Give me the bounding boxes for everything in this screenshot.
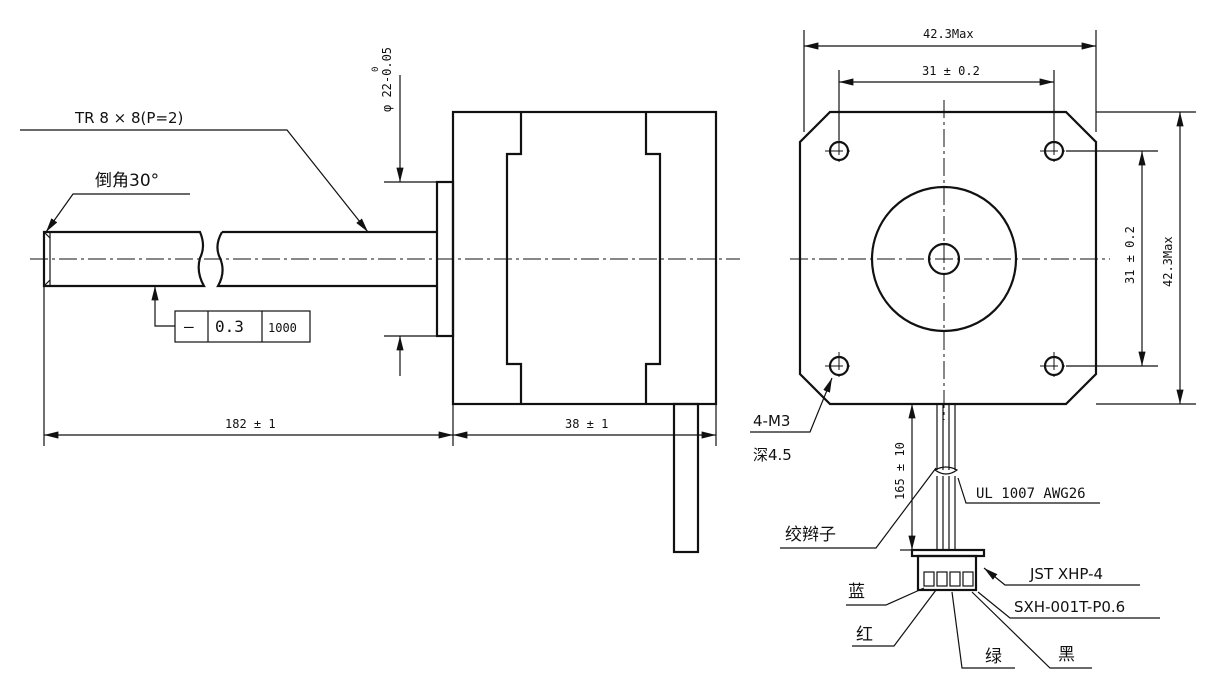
wire-color-blue: 蓝 [848,582,865,602]
shaft-circle [927,242,961,276]
lead-screw [42,230,437,288]
chamfer-leader: 倒角30° [45,171,190,233]
height-dimensions: 31 ± 0.2 42.3Max [1066,111,1196,405]
terminal-label: SXH-001T-P0.6 [1014,598,1125,616]
diameter-upper-tol: 0 [371,67,381,72]
diameter-label: φ 22-0.05 [380,47,394,112]
width-max-label: 42.3Max [923,27,974,41]
wire-color-red: 红 [856,625,873,645]
motor-face [798,110,1098,406]
depth-label: 深4.5 [753,446,792,464]
length-dimensions: 182 ± 1 38 ± 1 [43,286,717,446]
rear-lead [672,402,700,554]
connector-label: JST XHP-4 [1029,565,1103,583]
front-view: 42.3Max 31 ± 0.2 31 ± 0.2 42.3Max 4-M3 深… [750,27,1196,669]
lead-length-label: 165 ± 10 [893,442,907,500]
braid-leader: 绞辫子 [780,467,937,549]
tolerance-value: 0.3 [215,317,244,336]
wire-label: UL 1007 AWG26 [976,486,1086,502]
thread-leader: TR 8 × 8(P=2) [20,109,369,233]
diameter-dimension: φ 22-0.05 0 [371,47,437,376]
lead-length-dimension: 165 ± 10 [893,403,935,551]
motor-body-side [451,110,718,406]
mounting-holes [825,137,1068,380]
wire-color-green: 绿 [985,647,1002,667]
height-max-label: 42.3Max [1161,236,1175,287]
chamfer-label: 倒角30° [95,171,159,191]
braid-label: 绞辫子 [785,525,836,545]
wire-color-black: 黑 [1058,645,1075,665]
hole-spacing-top-label: 31 ± 0.2 [922,64,980,78]
side-view: φ 22-0.05 0 TR 8 × 8(P=2) 倒角30° — 0.3 10… [20,47,740,554]
lead-wires [934,404,959,550]
hole-callout: 4-M3 深4.5 [750,377,833,464]
length-screw-label: 182 ± 1 [225,417,276,431]
wire-label-leader: UL 1007 AWG26 [957,477,1100,504]
wire-color-leaders: 蓝 红 绿 黑 [846,582,1092,669]
holes-label: 4-M3 [753,412,790,430]
thread-label: TR 8 × 8(P=2) [74,109,183,127]
pilot-circle [870,185,1018,333]
tolerance-frame: — 0.3 1000 [151,286,311,343]
tolerance-symbol: — [184,317,194,336]
connector: JST XHP-4 SXH-001T-P0.6 [910,548,1160,619]
tolerance-length: 1000 [268,321,297,335]
width-dimensions: 42.3Max 31 ± 0.2 [803,27,1097,140]
hole-spacing-side-label: 31 ± 0.2 [1123,226,1137,284]
length-body-label: 38 ± 1 [565,417,608,431]
